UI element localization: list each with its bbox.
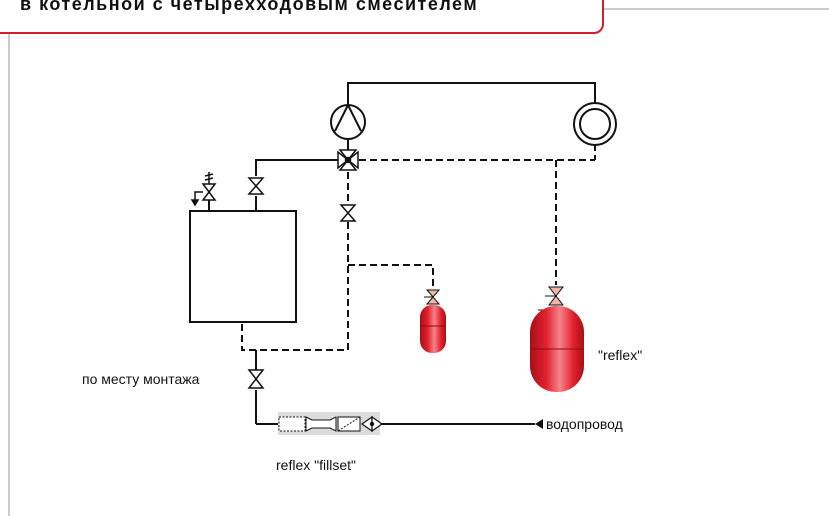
title-frame: [0, 0, 604, 34]
boiler-return-valve-icon: [247, 369, 265, 389]
install-location-label: по месту монтажа: [82, 371, 200, 387]
pump-icon: [330, 104, 366, 140]
reflex-expansion-vessel-icon: [530, 286, 584, 392]
safety-valve-icon: [190, 172, 217, 207]
heat-consumer-icon: [573, 102, 617, 146]
boiler-icon: [189, 210, 297, 323]
water-supply-arrow-icon: [535, 419, 543, 429]
small-expansion-vessel-icon: [420, 289, 446, 353]
fillset-label: reflex "fillset": [276, 457, 356, 473]
return-valve-icon: [339, 204, 357, 222]
reflex-vessel-label: "reflex": [598, 347, 643, 363]
return-piping: [241, 144, 596, 358]
water-supply-label: водопровод: [546, 416, 623, 432]
fillset-icon: [278, 412, 384, 435]
four-way-mixer-icon: [337, 149, 359, 171]
page-title: в котельной с четырехходовым смесителем: [20, 0, 479, 14]
boiler-supply-valve-icon: [247, 177, 265, 195]
